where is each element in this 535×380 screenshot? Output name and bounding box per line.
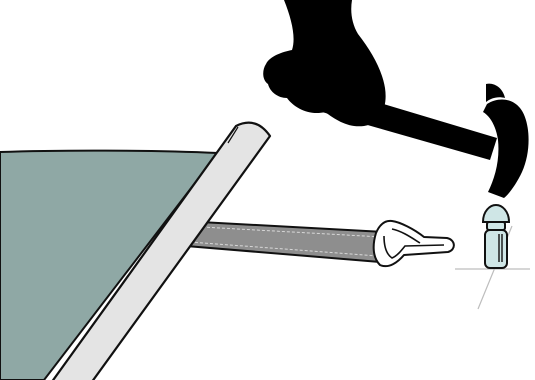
tie-down-strap	[186, 222, 384, 262]
tent-stake-icon	[483, 205, 509, 268]
hand-icon	[263, 0, 385, 126]
strap-buckle-icon	[374, 221, 454, 266]
